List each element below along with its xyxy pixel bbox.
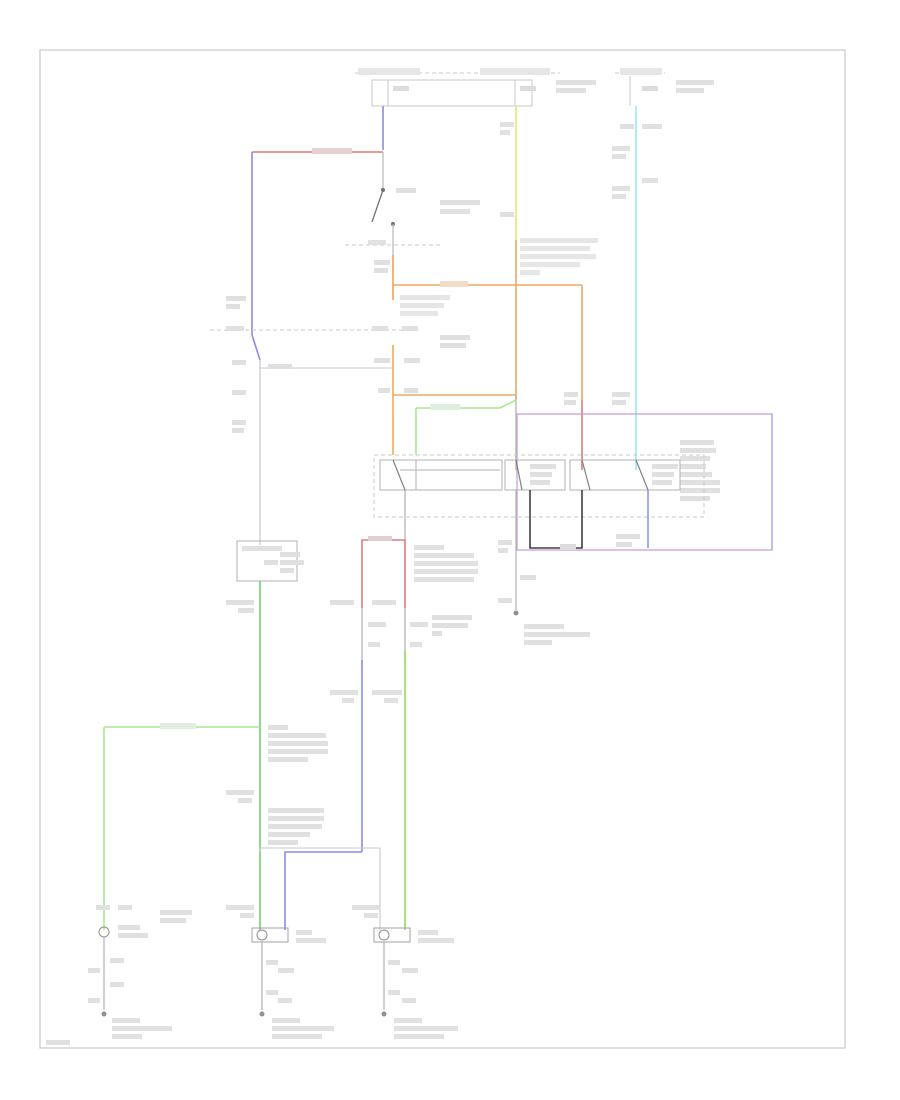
wire-black-loop [529, 490, 583, 549]
ground-symbol-right [381, 1011, 387, 1017]
fuse-panel-label-left [358, 68, 420, 75]
diagram-frame [39, 49, 846, 1049]
footer-code-mark [46, 1040, 70, 1045]
fuse-panel-label-right [480, 68, 550, 75]
switch-contact [371, 189, 384, 223]
wire-blue-cross [284, 851, 362, 930]
ground-symbol-center [259, 1011, 265, 1017]
lamp-right [352, 905, 458, 1039]
relay-middle [504, 459, 566, 491]
fuse-panel-top-right [615, 68, 714, 106]
relay-group [373, 454, 705, 518]
ground-symbol-left [101, 1011, 107, 1017]
relay-right [569, 459, 681, 491]
relay-left [379, 459, 503, 491]
lamp-left [88, 905, 192, 1039]
fuse-panel-top-left [355, 68, 596, 107]
ground-symbol-relay [513, 610, 519, 616]
wire-red-loop [361, 539, 406, 608]
lamp-center [226, 905, 334, 1039]
